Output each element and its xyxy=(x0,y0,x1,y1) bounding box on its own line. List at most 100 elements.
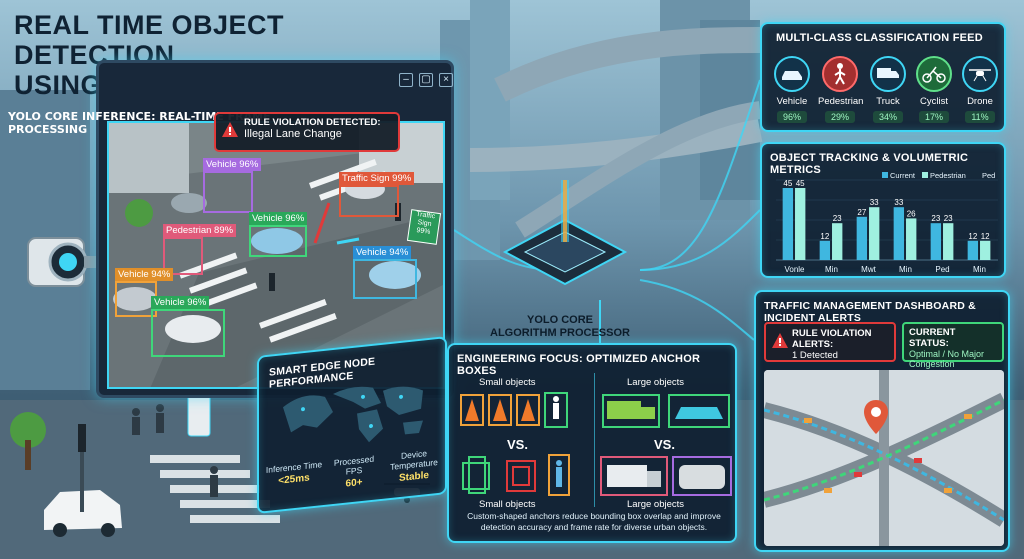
chip-label: YOLO CORE ALGORITHM PROCESSOR xyxy=(478,314,642,340)
data-label: 45 xyxy=(796,179,805,188)
class-percent: 17% xyxy=(918,111,949,123)
data-label: 12 xyxy=(981,232,990,241)
data-label: 23 xyxy=(931,214,940,223)
small-objects-label-bottom: Small objects xyxy=(479,499,536,510)
minimize-icon[interactable]: – xyxy=(399,73,413,87)
large-objects-label: Large objects xyxy=(627,377,685,388)
data-label: 45 xyxy=(783,179,792,188)
edge-node-panel: SMART EDGE NODE PERFORMANCE Inference Ti… xyxy=(257,336,447,514)
data-label: 23 xyxy=(833,214,842,223)
detection-label: Vehicle 96% xyxy=(151,296,210,309)
large-objects-label-bottom: Large objects xyxy=(627,499,685,510)
truck-icon xyxy=(877,68,899,78)
vs-label-large: VS. xyxy=(654,437,675,452)
violation-alerts-box[interactable]: RULE VIOLATION ALERTS: 1 Detected xyxy=(764,322,896,362)
current-status-box: CURRENT STATUS: Optimal / No Major Conge… xyxy=(902,322,1004,369)
engineering-description: Custom-shaped anchors reduce bounding bo… xyxy=(467,511,721,532)
close-icon[interactable]: × xyxy=(439,73,453,87)
detection-label: Traffic Sign 99% xyxy=(339,172,415,185)
detection-label: Vehicle 96% xyxy=(203,158,262,171)
pedestrian-icon xyxy=(834,63,846,85)
violation-banner: RULE VIOLATION DETECTED: Illegal Lane Ch… xyxy=(214,112,400,152)
title-line-1: REAL TIME OBJECT DETECTION xyxy=(14,10,285,70)
bar xyxy=(869,207,880,260)
tracking-metrics-panel: OBJECT TRACKING & VOLUMETRIC METRICS Cur… xyxy=(760,142,1006,278)
traffic-map[interactable] xyxy=(764,370,1004,546)
tick-label: Mwt xyxy=(861,265,876,274)
legend-label: Current xyxy=(890,171,916,180)
legend-swatch xyxy=(882,172,888,178)
class-pedestrian[interactable]: Pedestrian 29% xyxy=(818,56,864,125)
data-label: 33 xyxy=(894,198,903,207)
class-name: Vehicle xyxy=(776,96,808,107)
chip-label-line-2: ALGORITHM PROCESSOR xyxy=(490,327,630,339)
warning-icon xyxy=(772,333,788,348)
legend-label: Ped xyxy=(982,171,995,180)
legend-swatch xyxy=(922,172,928,178)
detection-box: Vehicle 96% xyxy=(249,212,308,257)
class-percent: 96% xyxy=(776,111,807,123)
class-truck[interactable]: Truck 34% xyxy=(866,56,910,125)
data-label: 12 xyxy=(820,232,829,241)
vs-label-small: VS. xyxy=(507,437,528,452)
class-drone[interactable]: Drone 11% xyxy=(958,56,1002,125)
camera-feed: Vehicle 96% Traffic Sign 99% Vehicle 96%… xyxy=(107,121,445,389)
chip-label-line-1: YOLO CORE xyxy=(526,314,593,326)
class-percent: 29% xyxy=(824,111,855,123)
bar xyxy=(980,240,991,260)
detection-box: Vehicle 94% xyxy=(353,246,417,299)
traffic-map-graphic xyxy=(764,370,1004,546)
large-objects-top-graphic xyxy=(602,394,730,428)
stat-temperature: Device Temperature Stable xyxy=(385,446,443,485)
detection-label: Vehicle 94% xyxy=(353,246,412,259)
small-objects-top-graphic xyxy=(460,392,568,428)
world-map-icon xyxy=(283,386,423,443)
tick-label: Min xyxy=(973,265,986,274)
class-name: Truck xyxy=(876,96,900,107)
data-label: 33 xyxy=(870,198,879,207)
violation-type: Illegal Lane Change xyxy=(244,128,342,140)
detection-box: Traffic Sign 99% xyxy=(339,172,415,217)
bar xyxy=(943,223,954,260)
traffic-title: TRAFFIC MANAGEMENT DASHBOARD & INCIDENT … xyxy=(764,300,976,324)
class-cyclist[interactable]: Cyclist 17% xyxy=(912,56,956,125)
class-vehicle[interactable]: Vehicle 96% xyxy=(770,56,814,125)
class-name: Pedestrian xyxy=(818,96,864,107)
bar xyxy=(930,223,942,260)
status-title: CURRENT STATUS: xyxy=(909,327,956,349)
tracking-title: OBJECT TRACKING & VOLUMETRIC METRICS xyxy=(770,152,969,176)
maximize-icon[interactable]: ▢ xyxy=(419,73,433,87)
data-label: 12 xyxy=(968,232,977,241)
alert-title: RULE VIOLATION ALERTS: xyxy=(792,328,872,350)
bar xyxy=(906,218,917,260)
detection-box: Vehicle 96% xyxy=(203,158,262,213)
cyclist-icon xyxy=(922,66,946,83)
feed-title: MULTI-CLASS CLASSIFICATION FEED xyxy=(776,32,983,44)
drone-icon xyxy=(969,69,991,82)
engineering-title: ENGINEERING FOCUS: OPTIMIZED ANCHOR BOXE… xyxy=(457,353,701,377)
bar xyxy=(967,240,979,260)
bar xyxy=(795,188,806,260)
data-label: 27 xyxy=(857,208,866,217)
car-icon xyxy=(782,71,802,80)
detection-label: Vehicle 96% xyxy=(249,212,308,225)
alert-count: 1 Detected xyxy=(792,350,838,361)
data-label: 23 xyxy=(944,214,953,223)
detection-label: Vehicle 94% xyxy=(115,268,174,281)
stat-inference-time: Inference Time <25ms xyxy=(265,459,323,498)
classification-feed-panel: MULTI-CLASS CLASSIFICATION FEED Vehicle … xyxy=(760,22,1006,132)
bar xyxy=(893,207,905,260)
bar xyxy=(856,216,868,260)
bar xyxy=(832,223,843,260)
anchor-boxes-panel: ENGINEERING FOCUS: OPTIMIZED ANCHOR BOXE… xyxy=(447,343,737,543)
detection-box: Vehicle 96% xyxy=(151,296,225,357)
camera-icon xyxy=(27,237,98,287)
bar xyxy=(782,188,794,260)
warning-icon xyxy=(222,122,238,137)
stat-fps: Processed FPS 60+ xyxy=(325,453,383,492)
processor-chip-icon xyxy=(502,180,628,286)
violation-heading: RULE VIOLATION DETECTED: xyxy=(244,117,381,128)
tick-label: Vonle xyxy=(784,265,805,274)
